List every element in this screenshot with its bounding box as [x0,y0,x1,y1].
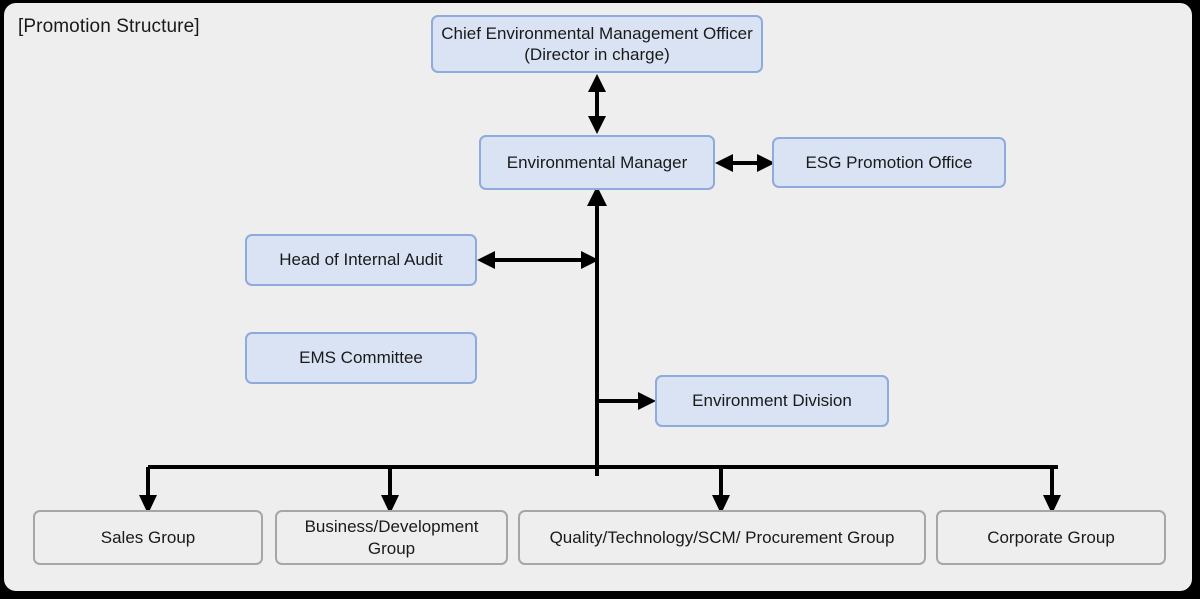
node-chief-environmental-management-officer[interactable]: Chief Environmental Management Officer (… [431,15,763,73]
node-head-of-internal-audit[interactable]: Head of Internal Audit [245,234,477,286]
connector-audit-to-trunk [476,242,600,278]
connector-trunk-to-environment-division [595,383,657,419]
node-business-development-group[interactable]: Business/Development Group [275,510,508,565]
node-environmental-manager[interactable]: Environmental Manager [479,135,715,190]
node-ems-committee[interactable]: EMS Committee [245,332,477,384]
node-sales-group[interactable]: Sales Group [33,510,263,565]
node-environment-division[interactable]: Environment Division [655,375,889,427]
connector-chief-to-manager [579,73,615,135]
node-corporate-group[interactable]: Corporate Group [936,510,1166,565]
connector-group-distribution-bar [138,462,1068,518]
node-quality-technology-scm-procurement-group[interactable]: Quality/Technology/SCM/ Procurement Grou… [518,510,926,565]
connector-manager-to-esg-office [714,145,776,181]
node-esg-promotion-office[interactable]: ESG Promotion Office [772,137,1006,188]
connector-trunk-vertical [575,186,619,476]
page-title: [Promotion Structure] [18,16,200,37]
